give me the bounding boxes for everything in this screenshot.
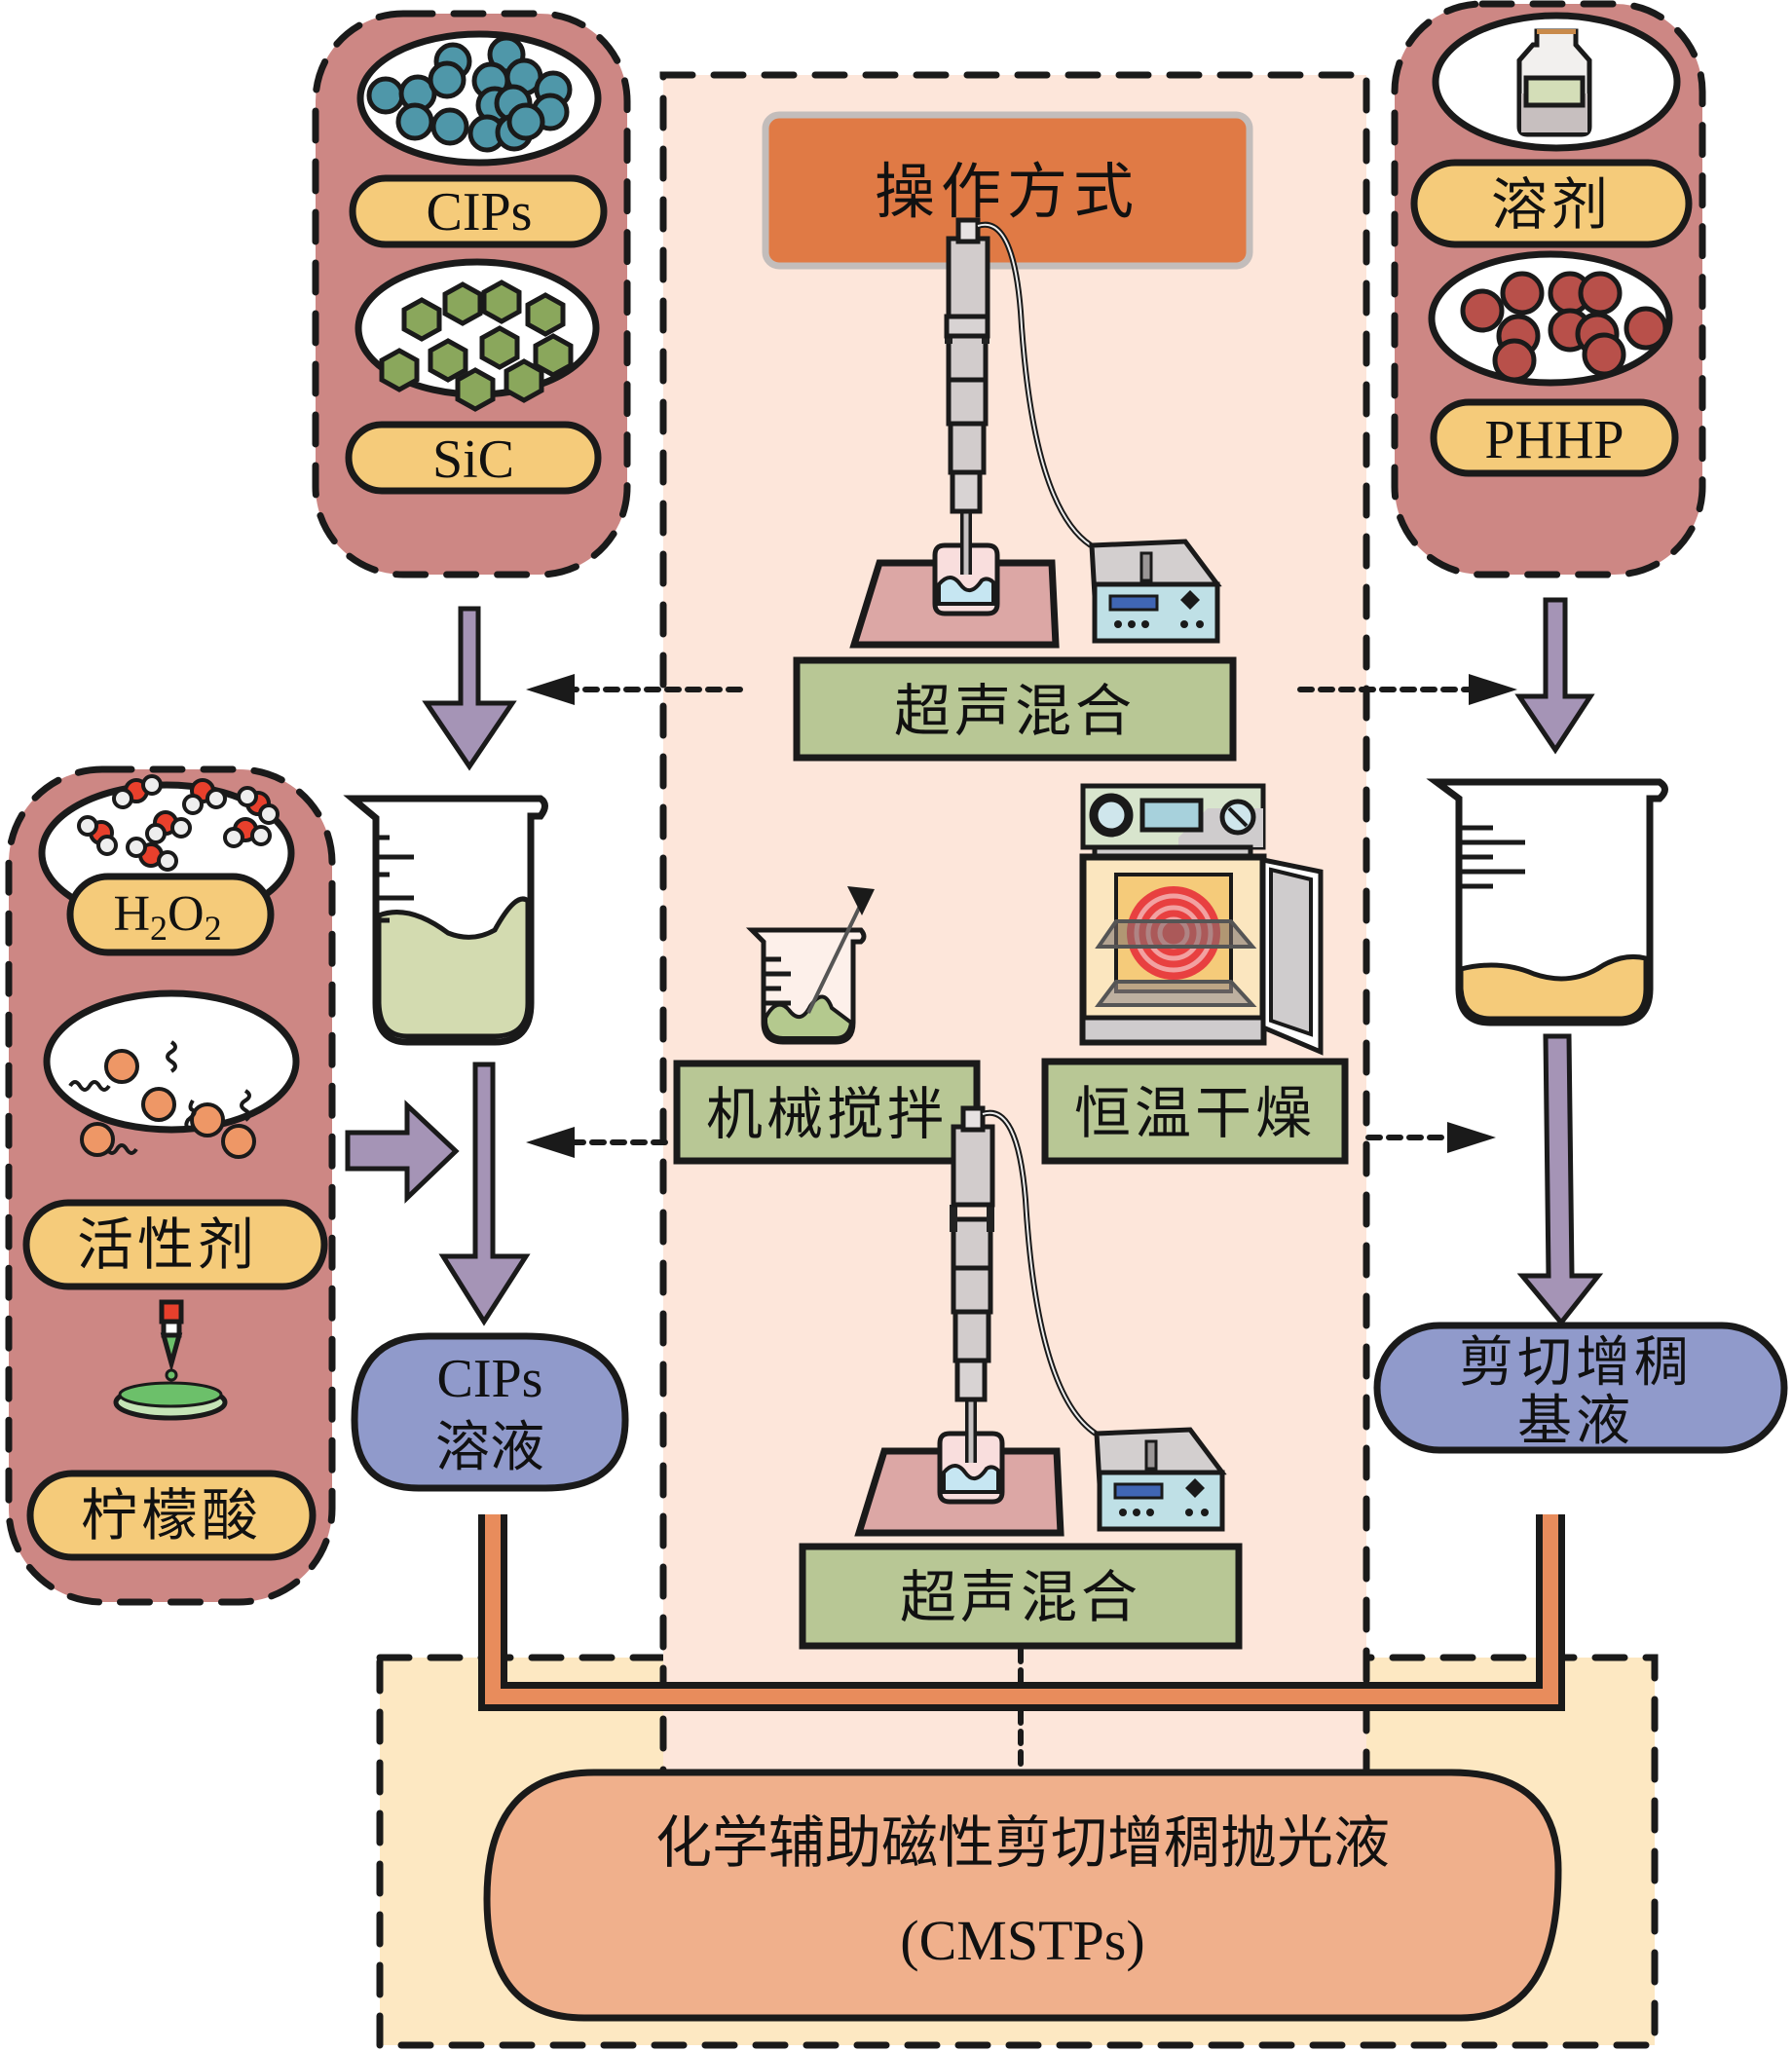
cips-solution-node: CIPs 溶液 [351,1332,629,1492]
shear-base-line1: 剪切增稠 [1459,1331,1693,1395]
step-constant-temperature-drying: 恒温干燥 [1041,1058,1349,1165]
cips-particles-icon [366,35,573,153]
final-product-node: 化学辅助磁性剪切增稠抛光液 (CMSTPs) [483,1769,1562,2022]
sic-hexagon-particles-icon [379,280,574,412]
flow-arrow-right-reagents [345,1100,460,1204]
solvent-bottle-icon [1516,28,1592,137]
label-sic: SiC [432,429,514,490]
label-h2o2: H2O2 [113,886,221,948]
label-cips: CIPs [427,182,533,242]
step-mechanical-stirring: 机械搅拌 [673,1060,981,1165]
beaker-green-icon [343,795,548,1046]
operations-header: 操作方式 [762,111,1253,270]
label-citric-acid: 柠檬酸 [81,1482,262,1548]
label-surfactant: 活性剂 [77,1212,258,1278]
step-mechanical-stirring-label: 机械搅拌 [706,1081,948,1147]
ultrasonic-homogenizer-2-icon [854,1105,1227,1537]
surfactant-molecules-icon [68,1040,256,1159]
flow-arrow-down-right-2 [1516,1033,1604,1326]
label-phhp: PHHP [1484,410,1624,470]
flow-arrow-down-left-1 [422,606,517,771]
ingredient-panel-cips-sic: CIPs SiC [312,10,631,578]
step-ultrasonic-mixing-2-label: 超声混合 [900,1564,1141,1630]
operations-header-title: 操作方式 [875,156,1139,227]
reagent-panel-h2o2-surfactant-citric: H2O2 活性剂 柠檬酸 [5,765,336,1606]
step-ultrasonic-mixing-2: 超声混合 [799,1543,1243,1650]
shear-base-line2: 基液 [1517,1390,1634,1453]
ultrasonic-homogenizer-icon [849,217,1222,649]
step-constant-temperature-drying-label: 恒温干燥 [1074,1080,1316,1146]
cips-solution-line1: CIPs [437,1349,543,1409]
dotted-arrow-right-1 [1297,674,1517,705]
phhp-particles-icon [1460,271,1668,383]
drying-oven-icon [1079,783,1324,1056]
h2o2-molecules-icon [77,774,280,872]
step-ultrasonic-mixing-1: 超声混合 [793,656,1237,762]
dotted-arrow-left-1 [526,674,743,705]
final-product-name: 化学辅助磁性剪切增稠抛光液 [655,1809,1390,1876]
step-ultrasonic-mixing-1-label: 超声混合 [894,678,1136,744]
shear-thickening-base-node: 剪切增稠 基液 [1373,1322,1788,1454]
label-solvent: 溶剂 [1491,171,1612,238]
dotted-arrow-left-2 [526,1127,668,1158]
pipe-connector [478,1514,1565,1711]
final-product-abbr: (CMSTPs) [900,1909,1144,1972]
flow-arrow-down-right-1 [1514,597,1595,755]
beaker-yellow-icon [1426,778,1668,1026]
cips-solution-line2: 溶液 [435,1416,544,1479]
dotted-arrow-right-2 [1365,1122,1496,1153]
dropper-dish-icon [113,1299,228,1421]
ingredient-panel-solvent-phhp: 溶剂 PHHP [1391,0,1706,578]
stirring-beaker-icon [745,886,875,1045]
flow-arrow-down-left-2 [438,1062,531,1326]
